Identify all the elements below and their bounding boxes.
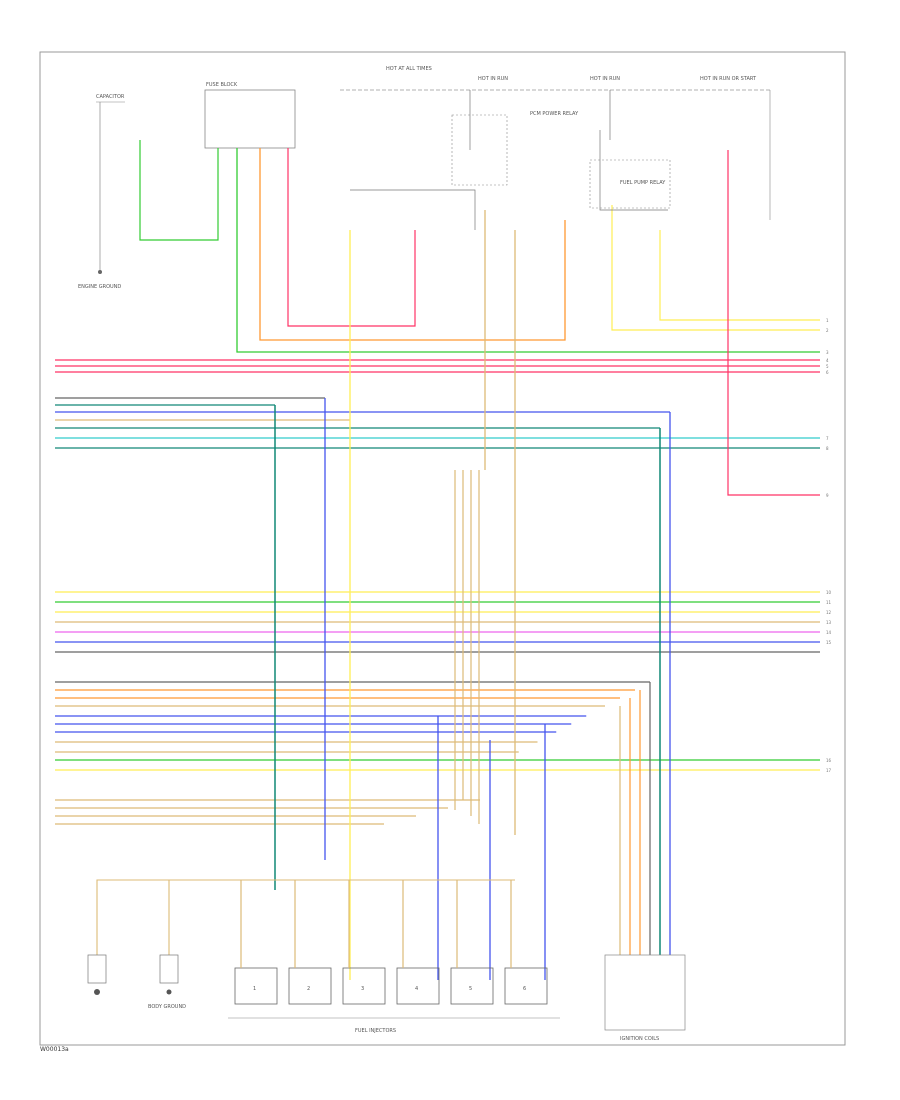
injector-box-4 [396, 967, 440, 1005]
wire-green-module [139, 140, 219, 241]
wire-yellow-relay-2 [659, 230, 820, 321]
wire-relay-connect-2 [599, 130, 668, 211]
diagram-frame [39, 51, 846, 1046]
wire-orange-fuse [259, 148, 566, 341]
top-label-4: HOT IN RUN OR START [700, 76, 757, 82]
right-pin-5: 5 [826, 364, 829, 369]
right-pin-15: 15 [826, 640, 832, 645]
coils-group-label: IGNITION COILS [620, 1036, 659, 1042]
right-pin-14: 14 [826, 630, 832, 635]
wire-bottom-supply [96, 879, 515, 955]
wire-green-main [236, 148, 820, 353]
left-ground-device [87, 954, 107, 995]
injector-number-4: 4 [415, 986, 418, 992]
right-ground-device [159, 954, 179, 995]
right-pin-12: 12 [826, 610, 832, 615]
fuse-block-label: FUSE BLOCK [206, 82, 238, 88]
injector-boxes: 1 2 3 4 5 6 [234, 880, 548, 1005]
fuel-pump-relay-label: FUEL PUMP RELAY [620, 180, 666, 186]
injector-number-2: 2 [307, 986, 310, 992]
fuel-pump-relay-box [589, 159, 671, 209]
top-label-3: HOT IN RUN [590, 76, 620, 82]
top-label-2: HOT IN RUN [478, 76, 508, 82]
injector-box-6 [504, 967, 548, 1005]
right-pin-8: 8 [826, 446, 829, 451]
injector-box-3 [342, 967, 386, 1005]
right-pin-4: 4 [826, 358, 829, 363]
wire-red-fuse [287, 148, 416, 327]
right-pin-9: 9 [826, 493, 829, 498]
right-pin-3: 3 [826, 350, 829, 355]
injector-number-5: 5 [469, 986, 472, 992]
ground-right-label: BODY GROUND [148, 1004, 186, 1010]
coil-connector-box [604, 954, 686, 1031]
right-pin-1: 1 [826, 318, 829, 323]
right-pin-17: 17 [826, 768, 832, 773]
injector-number-6: 6 [523, 986, 526, 992]
right-pin-16: 16 [826, 758, 832, 763]
diagram-code: W00013a [40, 1046, 69, 1053]
right-pin-13: 13 [826, 620, 832, 625]
right-pin-2: 2 [826, 328, 829, 333]
ground-left-label: ENGINE GROUND [78, 284, 121, 290]
right-pin-10: 10 [826, 590, 832, 595]
fuse-block-box [204, 89, 296, 149]
injectors-group-label: FUEL INJECTORS [355, 1028, 396, 1034]
injector-number-1: 1 [253, 986, 256, 992]
pcm-relay-label: PCM POWER RELAY [530, 111, 579, 117]
right-pin-7: 7 [826, 436, 829, 441]
wire-red-right [727, 150, 820, 496]
injector-number-3: 3 [361, 986, 364, 992]
injector-box-1 [234, 967, 278, 1005]
wire-relay-connect [350, 189, 476, 230]
injector-box-5 [450, 967, 494, 1005]
pcm-relay-box [451, 114, 508, 186]
wire-group [55, 90, 820, 980]
top-label-1: HOT AT ALL TIMES [386, 66, 432, 72]
wire-yellow-relay-1 [611, 205, 820, 331]
right-pin-11: 11 [826, 600, 832, 605]
injector-box-2 [288, 967, 332, 1005]
ground-point-left [98, 270, 102, 274]
right-pin-6: 6 [826, 370, 829, 375]
module-left-label: CAPACITOR [96, 94, 125, 100]
